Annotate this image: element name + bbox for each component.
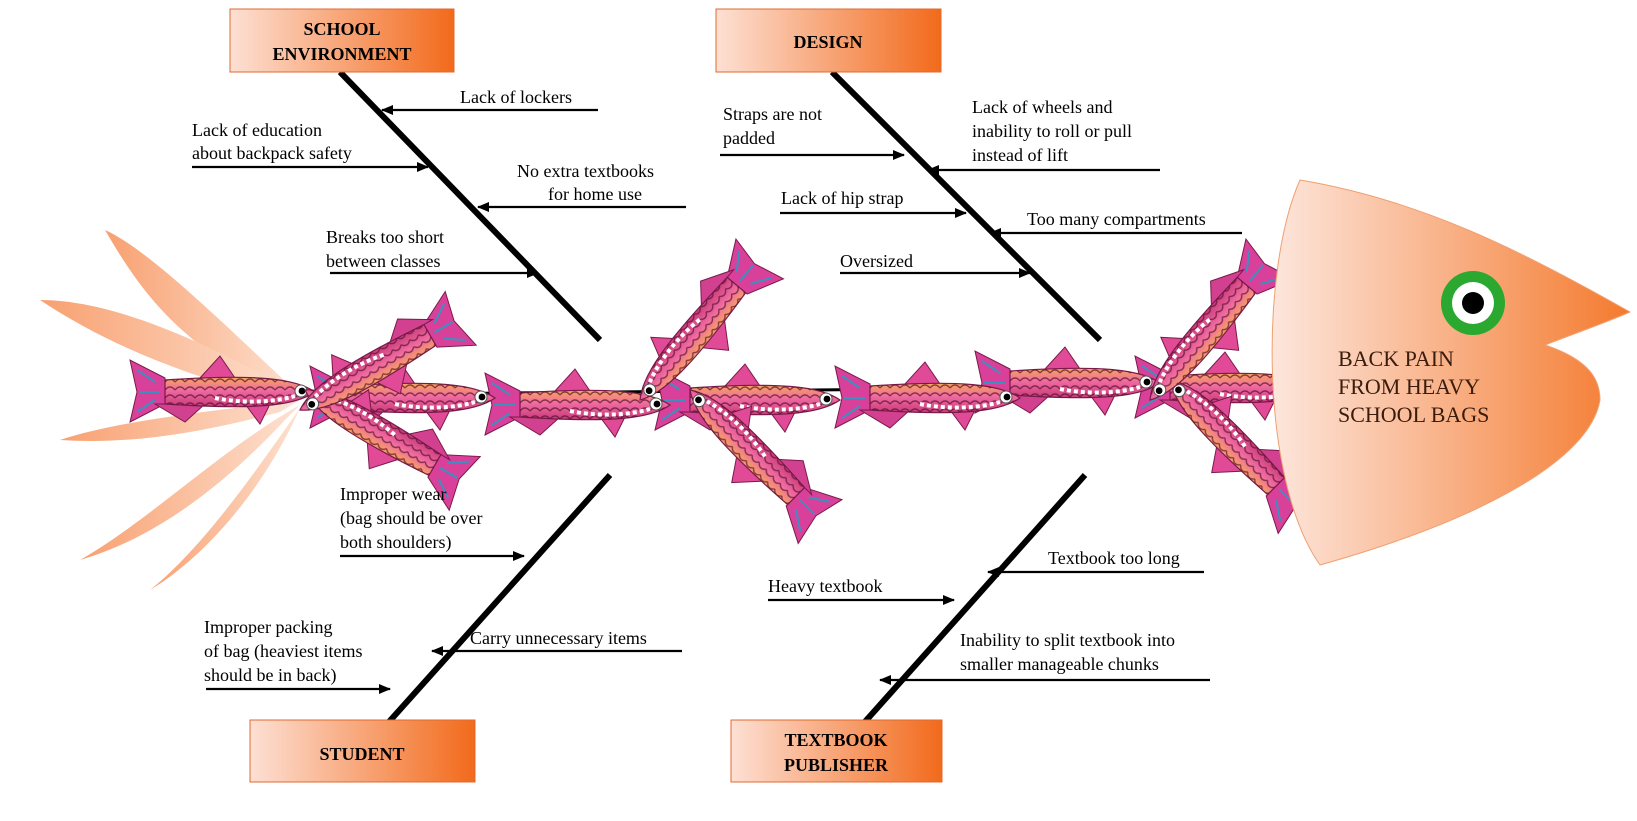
eye-pupil (1462, 292, 1484, 314)
cause-carry-unnecessary-items: Carry unnecessary items (470, 628, 647, 648)
category-label: PUBLISHER (784, 755, 889, 775)
bone-textbook-publisher (838, 475, 1085, 752)
category-label: ENVIRONMENT (272, 44, 411, 64)
cause-oversized: Oversized (840, 251, 913, 271)
cause-inability-to-split: Inability to split textbook into (960, 630, 1175, 650)
cause-breaks-too-short: between classes (326, 251, 440, 271)
cause-improper-wear: both shoulders) (340, 532, 452, 553)
cause-lack-of-wheels: inability to roll or pull (972, 121, 1132, 141)
cause-heavy-textbook: Heavy textbook (768, 576, 882, 596)
cause-improper-wear: (bag should be over (340, 508, 482, 529)
cause-lack-of-education: about backpack safety (192, 143, 352, 163)
category-box-school-environment: SCHOOL ENVIRONMENT (230, 9, 454, 72)
cause-lack-of-hip-strap: Lack of hip strap (781, 188, 903, 208)
cause-lack-of-wheels: instead of lift (972, 145, 1068, 165)
fish-decoration (130, 238, 1323, 547)
category-box-design: DESIGN (716, 9, 941, 72)
effect-label: SCHOOL BAGS (1338, 402, 1489, 427)
cause-breaks-too-short: Breaks too short (326, 227, 444, 247)
cause-no-extra-textbooks: for home use (548, 184, 642, 204)
cause-inability-to-split: smaller manageable chunks (960, 654, 1159, 674)
cause-improper-packing: of bag (heaviest items (204, 641, 362, 662)
category-label: STUDENT (319, 744, 404, 764)
effect-label: BACK PAIN (1338, 346, 1454, 371)
category-box-textbook-publisher: TEXTBOOK PUBLISHER (731, 720, 942, 782)
cause-improper-packing: Improper packing (204, 617, 332, 637)
cause-lack-of-education: Lack of education (192, 120, 322, 140)
cause-straps-not-padded: padded (723, 128, 775, 148)
fish-head: BACK PAIN FROM HEAVY SCHOOL BAGS (1272, 180, 1630, 565)
cause-too-many-compartments: Too many compartments (1027, 209, 1206, 229)
cause-textbook-too-long: Textbook too long (1048, 548, 1180, 568)
category-box-student: STUDENT (250, 720, 475, 782)
cause-lack-of-lockers: Lack of lockers (460, 87, 572, 107)
category-label: TEXTBOOK (784, 730, 887, 750)
cause-no-extra-textbooks: No extra textbooks (517, 161, 654, 181)
category-label: DESIGN (793, 32, 862, 52)
cause-improper-packing: should be in back) (204, 665, 336, 686)
cause-lack-of-wheels: Lack of wheels and (972, 97, 1112, 117)
cause-straps-not-padded: Straps are not (723, 104, 822, 124)
cause-improper-wear: Improper wear (340, 484, 446, 504)
effect-label: FROM HEAVY (1338, 374, 1480, 399)
category-label: SCHOOL (303, 19, 380, 39)
